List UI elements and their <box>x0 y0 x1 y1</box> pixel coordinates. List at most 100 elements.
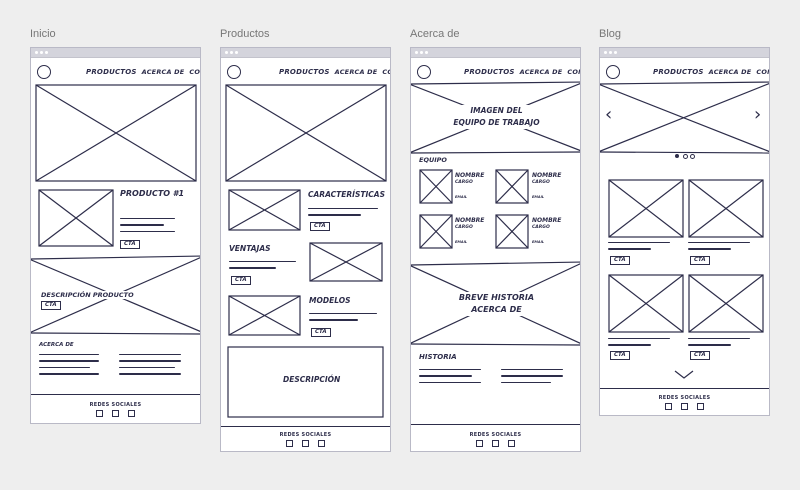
carousel-prev-icon[interactable]: ‹ <box>605 104 613 125</box>
history-title: HISTORIA <box>419 353 457 361</box>
product-text-lines <box>120 218 175 237</box>
about-title: ACERCA DE <box>39 342 74 348</box>
member-role: CARGO <box>455 180 473 185</box>
logo-circle <box>606 65 620 79</box>
logo-circle <box>227 65 241 79</box>
load-more-chevron-icon[interactable] <box>674 370 694 380</box>
social-icon[interactable] <box>112 410 119 417</box>
description-box <box>227 346 384 418</box>
browser-bar <box>221 48 390 58</box>
member-email: EMAIL <box>532 195 545 199</box>
carousel-image-placeholder <box>600 81 769 154</box>
cta-button[interactable]: CTA <box>690 256 710 265</box>
member-name: NOMBRE <box>455 172 485 179</box>
nav-menu: PRODUCTOS ACERCA DE CONTACTO <box>653 68 769 76</box>
member-photo-placeholder <box>495 214 529 249</box>
post-image-placeholder <box>688 179 764 238</box>
nav-acerca[interactable]: ACERCA DE <box>708 68 752 76</box>
post-image-placeholder <box>608 179 684 238</box>
browser-bar <box>31 48 200 58</box>
post-image-placeholder <box>688 274 764 333</box>
product-title: PRODUCTO #1 <box>120 189 185 198</box>
post-text-lines <box>608 338 670 351</box>
social-icon[interactable] <box>681 403 688 410</box>
social-icon[interactable] <box>492 440 499 447</box>
wireframe-productos: PRODUCTOS ACERCA DE CONTACTO CARACTERÍSTIC… <box>220 47 391 452</box>
models-image-placeholder <box>228 295 301 336</box>
team-title: EQUIPO <box>419 156 447 164</box>
social-icon[interactable] <box>508 440 515 447</box>
description-title: DESCRIPCIÓN PRODUCTO <box>41 291 134 299</box>
cta-button[interactable]: CTA <box>231 276 251 285</box>
cta-button[interactable]: CTA <box>310 222 330 231</box>
member-role: CARGO <box>532 180 550 185</box>
nav-acerca[interactable]: ACERCA DE <box>519 68 563 76</box>
history-text-left <box>419 369 481 388</box>
advantages-image-placeholder <box>309 242 383 282</box>
member-role: CARGO <box>532 225 550 230</box>
hero-image-placeholder <box>225 84 387 182</box>
cta-button[interactable]: CTA <box>120 240 140 249</box>
social-icon[interactable] <box>665 403 672 410</box>
features-image-placeholder <box>228 189 301 231</box>
member-name: NOMBRE <box>532 217 562 224</box>
advantages-title: VENTAJAS <box>229 244 271 253</box>
cta-button[interactable]: CTA <box>610 256 630 265</box>
carousel-dot-active[interactable] <box>675 154 679 158</box>
logo-circle <box>37 65 51 79</box>
nav-productos[interactable]: PRODUCTOS <box>464 68 515 76</box>
nav-menu: PRODUCTOS ACERCA DE CONTACTO <box>86 68 201 76</box>
board-label-blog: Blog <box>599 28 622 40</box>
member-role: CARGO <box>455 225 473 230</box>
nav-productos[interactable]: PRODUCTOS <box>279 68 330 76</box>
nav-menu: PRODUCTOS ACERCA DE CONTACTO <box>464 68 580 76</box>
social-icon[interactable] <box>128 410 135 417</box>
member-photo-placeholder <box>419 214 453 249</box>
footer-label: REDES SOCIALES <box>279 432 332 438</box>
social-icon[interactable] <box>286 440 293 447</box>
cta-button[interactable]: CTA <box>311 328 331 337</box>
carousel-next-icon[interactable]: › <box>754 104 762 125</box>
team-image-caption: IMAGEN DEL EQUIPO DE TRABAJO <box>411 105 580 129</box>
board-label-acerca: Acerca de <box>410 28 460 40</box>
nav-contacto[interactable]: CONTACTO <box>382 68 390 76</box>
social-icon[interactable] <box>476 440 483 447</box>
member-name: NOMBRE <box>532 172 562 179</box>
footer-divider <box>31 394 200 396</box>
features-title: CARACTERÍSTICAS <box>308 190 385 199</box>
team-caption-line1: IMAGEN DEL <box>470 106 523 115</box>
social-icon[interactable] <box>96 410 103 417</box>
carousel-dot[interactable] <box>683 154 688 159</box>
hero-image-placeholder <box>35 84 197 182</box>
about-text-right <box>119 354 181 380</box>
social-icon[interactable] <box>697 403 704 410</box>
carousel-dot[interactable] <box>690 154 695 159</box>
social-icon[interactable] <box>302 440 309 447</box>
board-label-inicio: Inicio <box>30 28 56 40</box>
cta-button[interactable]: CTA <box>690 351 710 360</box>
social-icon[interactable] <box>318 440 325 447</box>
description-title: DESCRIPCIÓN <box>283 375 341 384</box>
member-email: EMAIL <box>532 240 545 244</box>
wireframe-acerca: PRODUCTOS ACERCA DE CONTACTO IMAGEN DEL EQ… <box>410 47 581 452</box>
nav-contacto[interactable]: CONTACTO <box>189 68 201 76</box>
member-email: EMAIL <box>455 195 468 199</box>
post-text-lines <box>688 242 750 255</box>
nav-acerca[interactable]: ACERCA DE <box>334 68 378 76</box>
member-photo-placeholder <box>419 169 453 204</box>
advantages-text-lines <box>229 261 296 274</box>
cta-button[interactable]: CTA <box>41 301 61 310</box>
member-photo-placeholder <box>495 169 529 204</box>
nav-contacto[interactable]: CONTACTO <box>756 68 769 76</box>
nav-contacto[interactable]: CONTACTO <box>567 68 580 76</box>
nav-productos[interactable]: PRODUCTOS <box>653 68 704 76</box>
nav-acerca[interactable]: ACERCA DE <box>141 68 185 76</box>
member-name: NOMBRE <box>455 217 485 224</box>
wireframe-blog: PRODUCTOS ACERCA DE CONTACTO ‹ › CTA CTA C… <box>599 47 770 416</box>
models-title: MODELOS <box>309 296 351 305</box>
footer-label: REDES SOCIALES <box>469 432 522 438</box>
post-image-placeholder <box>608 274 684 333</box>
footer-label: REDES SOCIALES <box>89 402 142 408</box>
nav-productos[interactable]: PRODUCTOS <box>86 68 137 76</box>
cta-button[interactable]: CTA <box>610 351 630 360</box>
